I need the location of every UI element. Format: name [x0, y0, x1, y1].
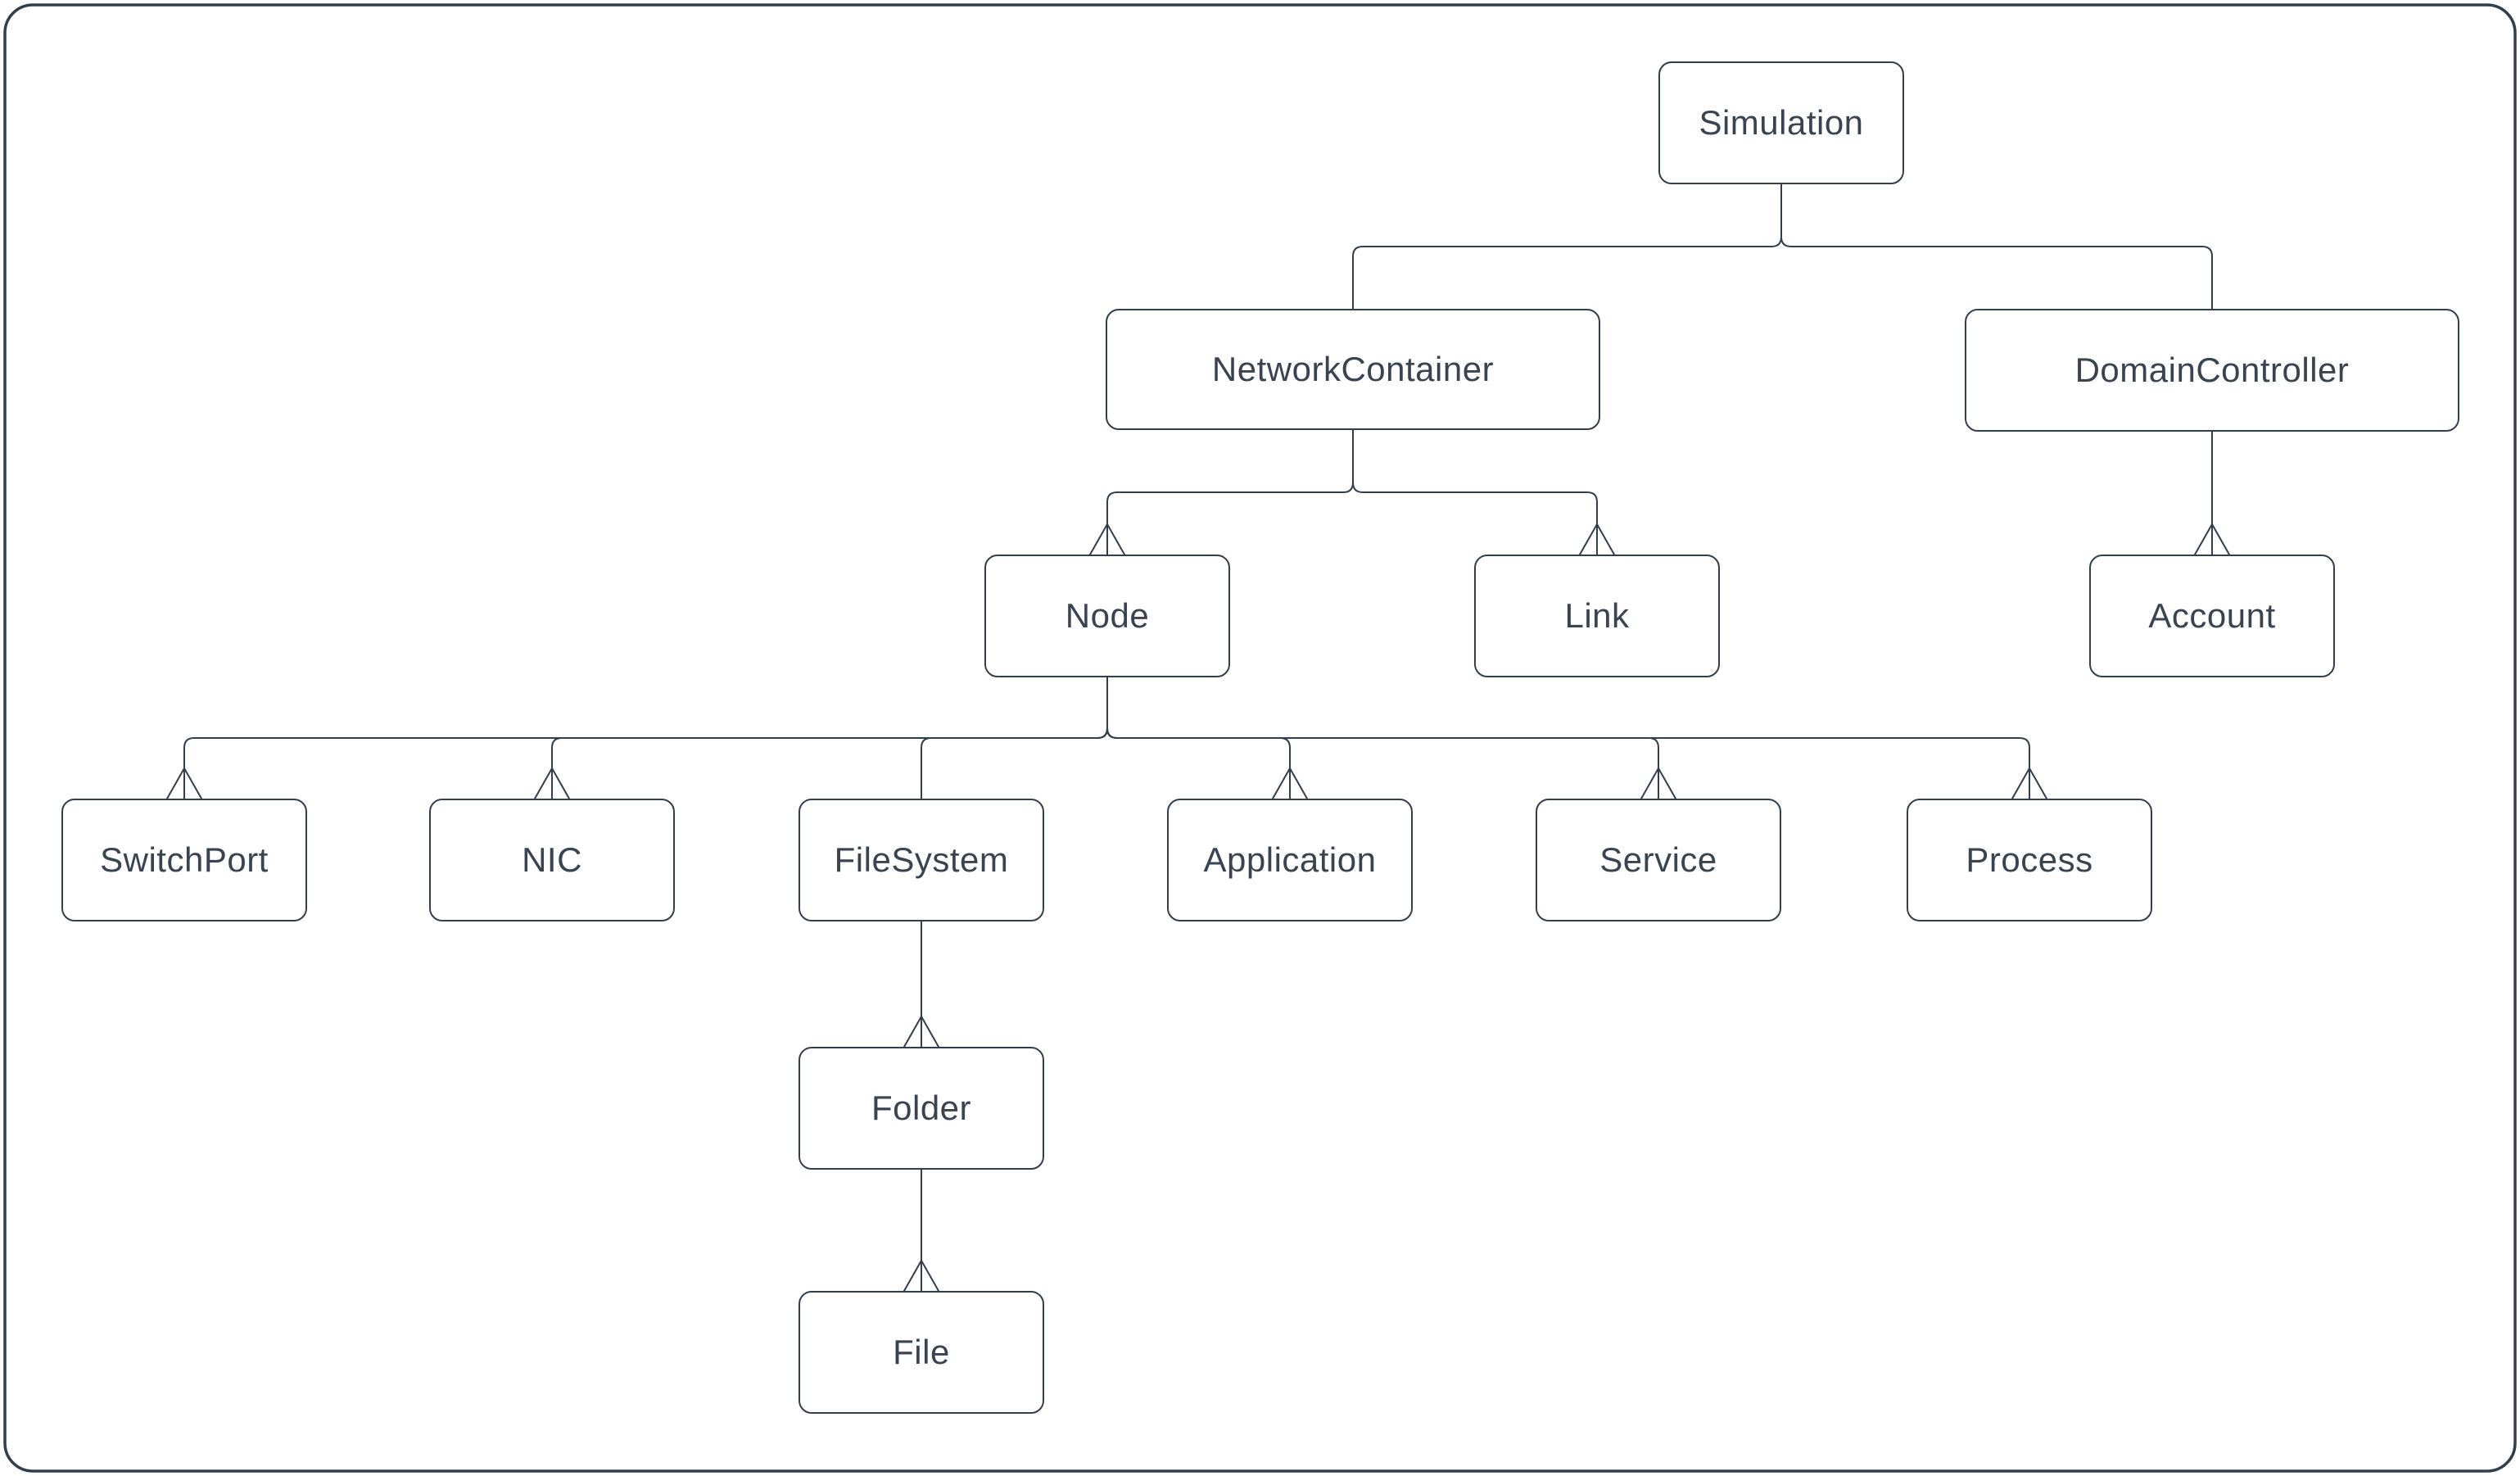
node-label-network-container: NetworkContainer [1211, 350, 1495, 388]
arrowhead-icon [1640, 767, 1676, 799]
node-label-file-system: FileSystem [834, 840, 1009, 879]
node-simulation[interactable]: Simulation [1658, 61, 1904, 184]
node-network-container[interactable]: NetworkContainer [1106, 309, 1600, 430]
node-label-nic: NIC [522, 840, 582, 879]
arrowhead-icon [1579, 523, 1615, 555]
arrowhead-icon [2011, 767, 2047, 799]
node-domain-controller[interactable]: DomainController [1965, 309, 2459, 432]
node-account[interactable]: Account [2089, 555, 2335, 677]
edge-simulation-network-container [1352, 184, 1782, 309]
node-file-system[interactable]: FileSystem [799, 799, 1044, 921]
node-label-process: Process [1966, 840, 2093, 879]
node-label-link: Link [1564, 596, 1630, 635]
arrowhead-icon [903, 1016, 939, 1048]
node-label-folder: Folder [871, 1089, 972, 1127]
node-file[interactable]: File [799, 1291, 1044, 1414]
node-folder[interactable]: Folder [799, 1047, 1044, 1170]
node-label-simulation: Simulation [1699, 103, 1864, 142]
edge-simulation-domain-controller [1780, 184, 2213, 309]
node-node[interactable]: Node [984, 555, 1230, 677]
node-switch-port[interactable]: SwitchPort [61, 799, 307, 921]
node-label-node: Node [1065, 596, 1150, 635]
arrowhead-icon [2194, 523, 2230, 555]
edge-node-process [1106, 677, 2030, 799]
node-label-service: Service [1599, 840, 1717, 879]
arrowhead-icon [534, 767, 570, 799]
node-service[interactable]: Service [1536, 799, 1781, 921]
node-label-file: File [893, 1333, 950, 1371]
edge-network-container-node [1106, 430, 1354, 555]
canvas-border [3, 3, 2517, 1473]
node-nic[interactable]: NIC [429, 799, 675, 921]
arrowhead-icon [166, 767, 202, 799]
arrowhead-icon [903, 1260, 939, 1292]
node-label-account: Account [2148, 596, 2276, 635]
edge-network-container-link [1352, 430, 1598, 555]
node-label-application: Application [1203, 840, 1377, 879]
arrowhead-icon [1089, 523, 1125, 555]
edge-node-file-system [921, 677, 1108, 799]
node-link[interactable]: Link [1474, 555, 1720, 677]
node-application[interactable]: Application [1167, 799, 1413, 921]
node-label-switch-port: SwitchPort [100, 840, 269, 879]
node-label-domain-controller: DomainController [2074, 351, 2350, 389]
node-process[interactable]: Process [1907, 799, 2152, 921]
arrowhead-icon [1272, 767, 1308, 799]
